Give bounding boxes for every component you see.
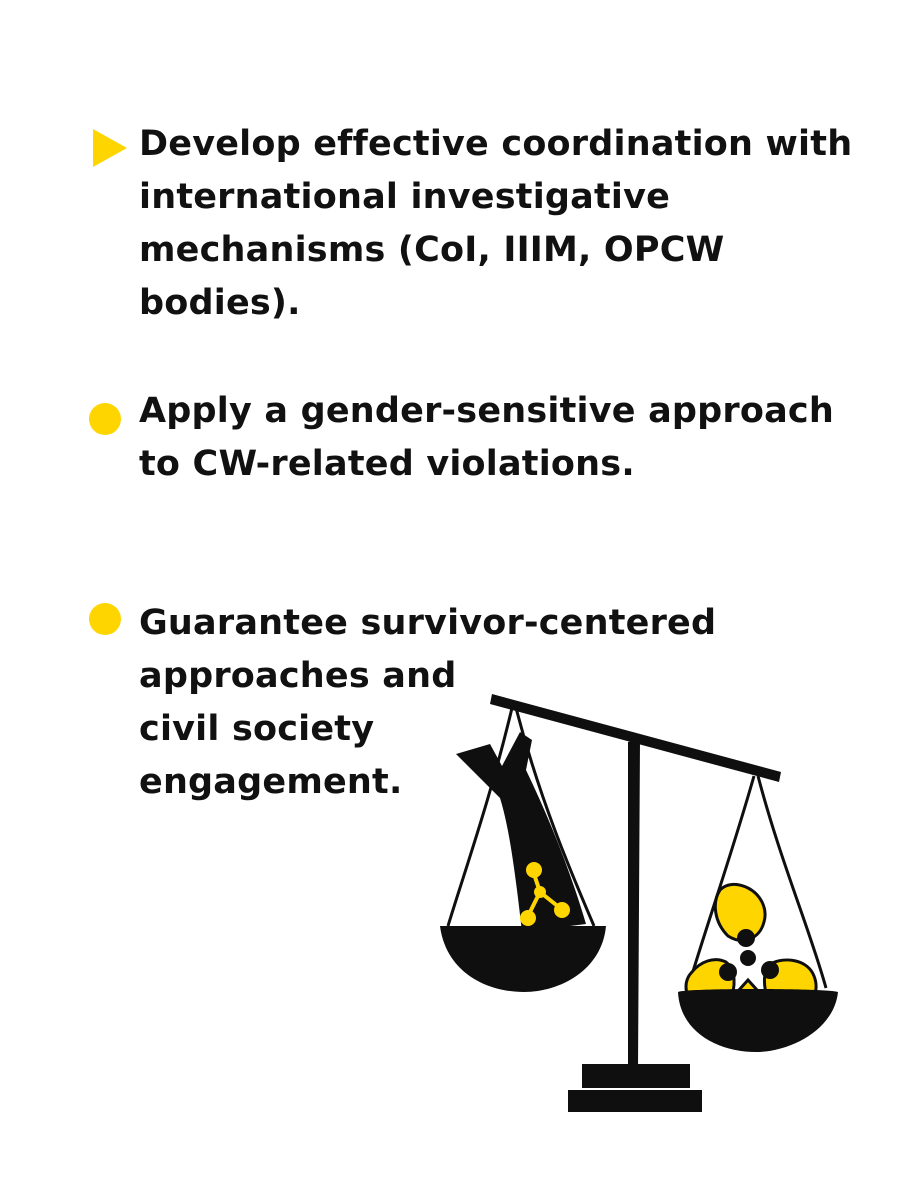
balance-scale-icon bbox=[440, 694, 838, 1112]
right-scale-pan bbox=[678, 989, 838, 1052]
scale-base-bottom bbox=[568, 1090, 702, 1112]
radiation-hazard-icon bbox=[719, 929, 779, 981]
scale-pillar bbox=[628, 740, 640, 1068]
molecule-icon bbox=[520, 862, 570, 926]
recommendation-text: Apply a gender-sensitive approach to CW-… bbox=[139, 391, 834, 484]
scale-beam bbox=[490, 694, 781, 782]
right-pan-strings bbox=[686, 775, 828, 989]
triangle-bullet-icon bbox=[93, 129, 127, 167]
recommendation-text: Develop effective coordination with inte… bbox=[139, 124, 853, 323]
bomb-icon bbox=[456, 732, 586, 932]
circle-bullet-icon bbox=[89, 603, 121, 635]
circle-bullet-icon bbox=[89, 403, 121, 435]
left-scale-pan bbox=[440, 926, 606, 992]
recommendation-text: Guarantee survivor-centered approaches a… bbox=[139, 603, 717, 802]
